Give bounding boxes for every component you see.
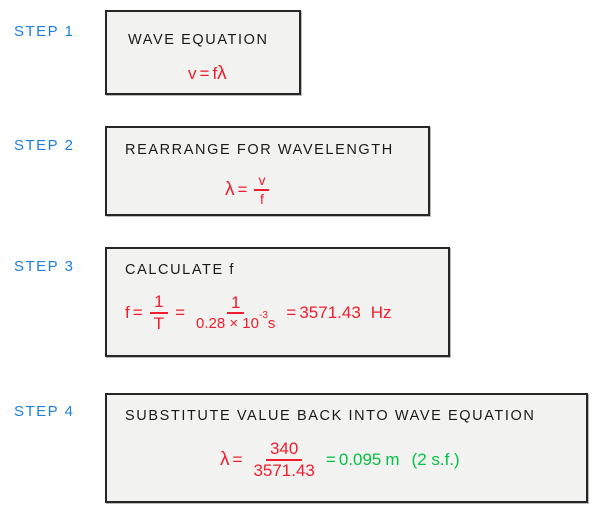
rearrange-equals: =	[237, 179, 248, 199]
calc-f-unit: Hz	[370, 302, 392, 322]
calc-f-equals-3: =	[286, 302, 297, 322]
calc-f-num-1: 1	[150, 293, 168, 314]
substitute-denominator: 3571.43	[253, 460, 315, 480]
calc-f-den-exponent: -3	[258, 310, 268, 322]
substitute-unit: m	[385, 449, 400, 469]
step-1-formula: v = f λ	[188, 63, 227, 85]
step-3-formula: f = 1 T = 1 0.28 × 10-3s = 3571.43 Hz	[125, 293, 392, 333]
calc-f-num-1b: 1	[226, 293, 245, 315]
rearrange-lambda: λ	[225, 178, 235, 200]
substitute-lambda: λ	[220, 448, 230, 470]
calc-f-result: 3571.43	[299, 302, 361, 322]
calc-f-fraction-1-over-T: 1 T	[150, 293, 168, 333]
step-4-label: STEP 4	[14, 403, 75, 420]
step-3-title: CALCULATE f	[125, 262, 235, 278]
step-4-panel: SUBSTITUTE VALUE BACK INTO WAVE EQUATION…	[105, 393, 588, 503]
step-1-title: WAVE EQUATION	[128, 32, 269, 48]
calc-f-den-period: 0.28 × 10-3s	[192, 311, 279, 333]
step-3-panel: CALCULATE f f = 1 T = 1 0.28 × 10-3s = 3…	[105, 247, 450, 357]
calc-f-equals-2: =	[175, 302, 185, 322]
step-2-label: STEP 2	[14, 137, 75, 154]
wave-eq-v: v	[188, 64, 197, 83]
wave-eq-f: f	[212, 64, 218, 83]
calc-f-fraction-1-over-period: 1 0.28 × 10-3s	[192, 293, 279, 333]
substitute-equals-2: =	[325, 449, 336, 469]
rearrange-numerator-v: v	[254, 173, 270, 191]
substitute-result: 0.095	[338, 449, 382, 469]
substitute-fraction: 340 3571.43	[249, 440, 318, 480]
step-4-formula: λ = 340 3571.43 = 0.095 m (2 s.f.)	[220, 440, 460, 480]
step-3-label: STEP 3	[14, 258, 75, 275]
rearrange-denominator-f: f	[259, 190, 264, 207]
calc-f-lhs: f	[125, 302, 130, 322]
wave-eq-equals: =	[199, 64, 210, 83]
substitute-equals-1: =	[232, 449, 243, 469]
step-2-panel: REARRANGE FOR WAVELENGTH λ = v f	[105, 126, 430, 216]
rearrange-fraction: v f	[254, 173, 270, 207]
step-1-panel: WAVE EQUATION v = f λ	[105, 10, 301, 95]
substitute-precision-note: (2 s.f.)	[411, 449, 460, 469]
calc-f-den-unit: s	[267, 315, 276, 333]
step-2-formula: λ = v f	[225, 173, 273, 206]
calc-f-den-coeff: 0.28 × 10	[196, 315, 259, 333]
step-1-label: STEP 1	[14, 23, 75, 40]
calc-f-equals-1: =	[132, 302, 143, 322]
substitute-numerator: 340	[265, 440, 303, 461]
step-4-title: SUBSTITUTE VALUE BACK INTO WAVE EQUATION	[125, 408, 536, 424]
step-2-title: REARRANGE FOR WAVELENGTH	[125, 142, 394, 158]
wave-eq-lambda: λ	[217, 63, 227, 84]
calc-f-den-T: T	[153, 313, 165, 333]
